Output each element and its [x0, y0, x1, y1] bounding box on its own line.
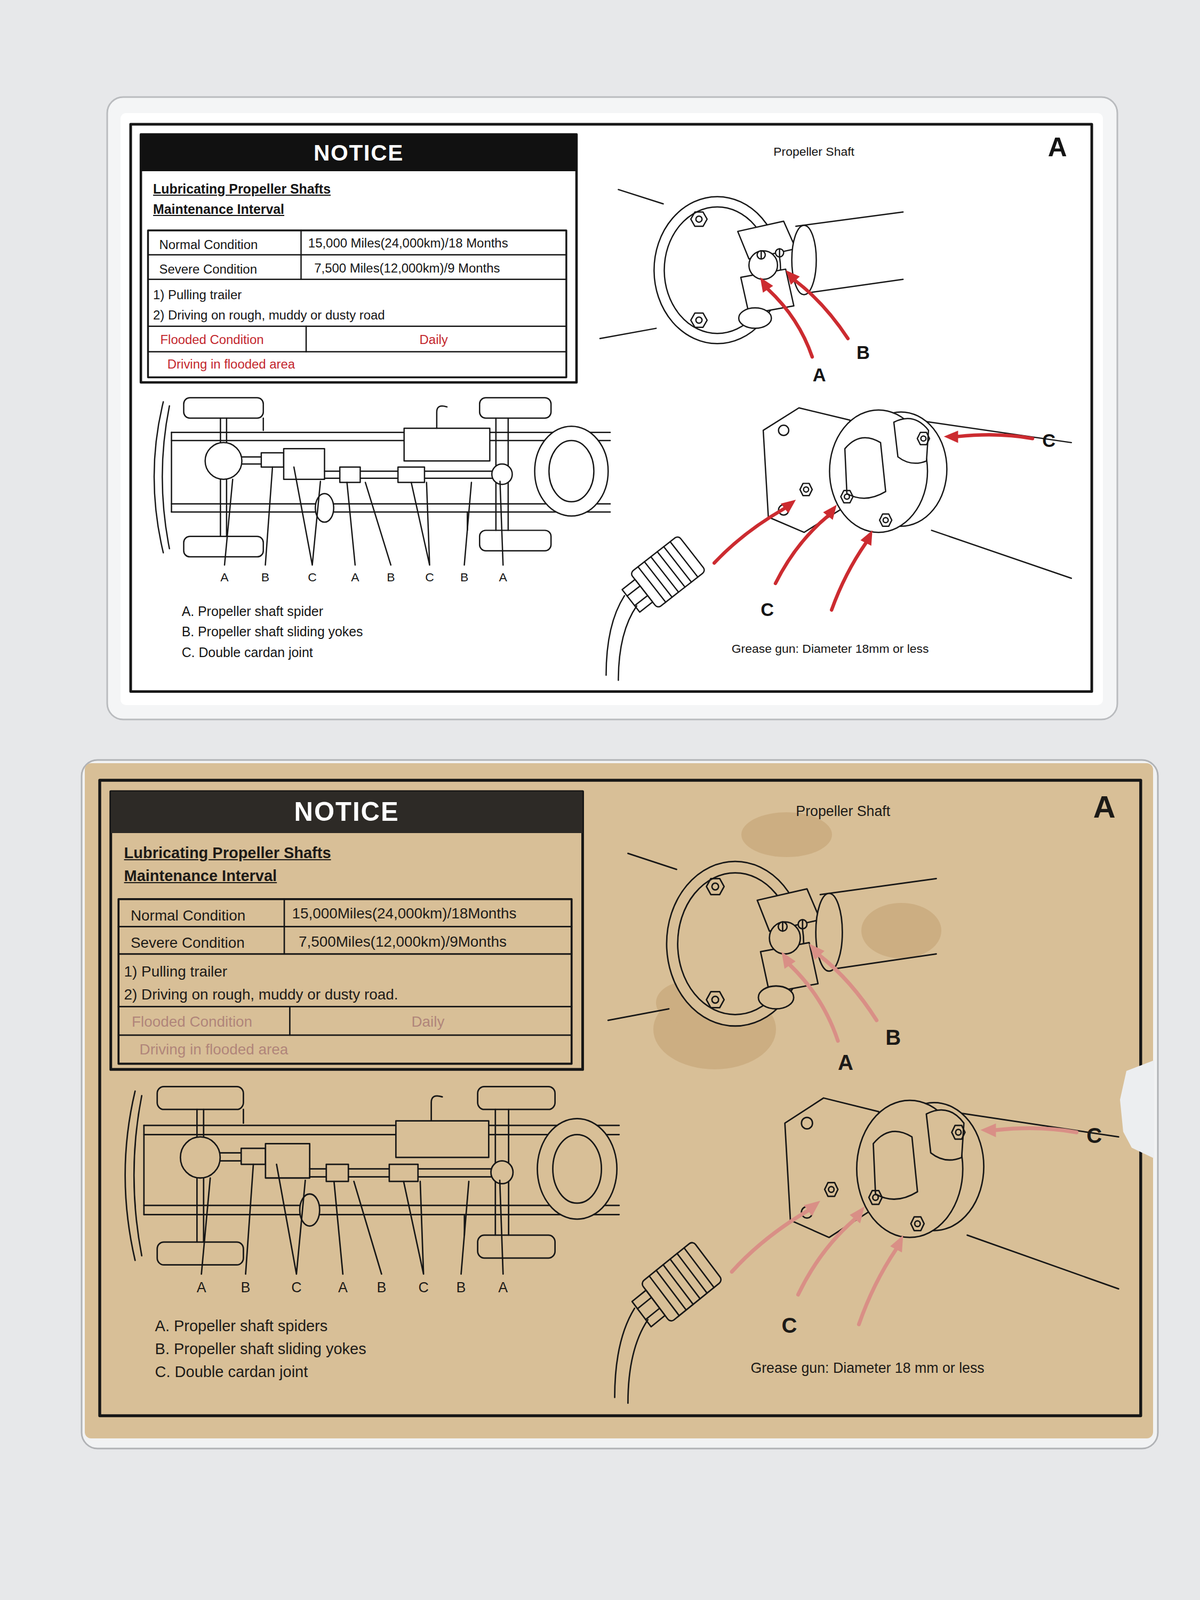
condition-note: 1) Pulling trailer	[124, 963, 228, 981]
figure-title: Propeller Shaft	[773, 144, 855, 159]
panel-heading: Maintenance Interval	[153, 201, 285, 218]
callout-letter: C	[781, 1313, 797, 1338]
condition-note: 1) Pulling trailer	[153, 287, 242, 302]
callout-letter: C	[291, 1279, 302, 1296]
panel-heading: Maintenance Interval	[124, 867, 278, 885]
callout-letter: B	[386, 570, 395, 584]
sheet-letter: A	[1048, 132, 1068, 163]
notice-title: NOTICE	[294, 798, 400, 826]
table-cell: Severe Condition	[159, 261, 258, 277]
callout-letter: C	[425, 570, 435, 584]
sheet-letter: A	[1093, 789, 1116, 826]
key-line: C. Double cardan joint	[181, 644, 314, 661]
callout-letter: A	[350, 570, 359, 584]
condition-note: Driving in flooded area	[167, 356, 295, 372]
table-cell: 15,000Miles(24,000km)/18Months	[292, 905, 517, 923]
callout-letter: B	[856, 342, 870, 364]
table-cell: Flooded Condition	[160, 332, 264, 347]
figure-title: Propeller Shaft	[795, 803, 891, 820]
table-cell: Normal Condition	[159, 237, 259, 252]
table-cell: 7,500 Miles(12,000km)/9 Months	[314, 260, 500, 276]
key-line: A. Propeller shaft spiders	[155, 1317, 328, 1335]
notice-band: NOTICE	[140, 134, 577, 172]
callout-letter: A	[812, 364, 827, 387]
label-paper	[84, 763, 1154, 1439]
plastic-sleeve	[107, 97, 1118, 720]
label-artwork	[99, 780, 1141, 1416]
callout-letter: B	[376, 1279, 387, 1296]
table-cell: Daily	[411, 1013, 445, 1031]
panel-heading: Lubricating Propeller Shafts	[124, 844, 332, 862]
condition-note: 2) Driving on rough, muddy or dusty road…	[124, 986, 399, 1004]
label-artwork	[130, 124, 1092, 692]
tool-note: Grease gun: Diameter 18 mm or less	[750, 1360, 984, 1377]
water-stain-part	[861, 902, 942, 959]
callout-letter: A	[338, 1279, 348, 1296]
callout-letter: B	[885, 1025, 901, 1050]
callout-letter: A	[837, 1050, 854, 1075]
callout-letter: B	[460, 570, 469, 584]
table-cell: 15,000 Miles(24,000km)/18 Months	[308, 235, 509, 251]
notice-title: NOTICE	[313, 141, 404, 165]
condition-note: 2) Driving on rough, muddy or dusty road	[153, 307, 386, 323]
callout-letter: A	[499, 570, 508, 584]
callout-letter: B	[241, 1279, 251, 1296]
notice-band: NOTICE	[110, 791, 583, 833]
table-cell: Severe Condition	[130, 934, 245, 952]
table-cell: Daily	[419, 332, 448, 347]
callout-letter: C	[418, 1279, 429, 1296]
torn-notch	[1120, 1060, 1155, 1159]
panel-heading: Lubricating Propeller Shafts	[153, 181, 331, 197]
callout-letter: A	[498, 1279, 508, 1296]
callout-letter: C	[1042, 430, 1056, 452]
key-line: A. Propeller shaft spider	[181, 603, 324, 620]
callout-letter: B	[261, 570, 270, 584]
condition-note: Driving in flooded area	[139, 1041, 289, 1059]
table-cell: Normal Condition	[130, 907, 246, 925]
key-line: B. Propeller shaft sliding yokes	[181, 624, 364, 640]
callout-letter: C	[307, 570, 317, 584]
plastic-sleeve	[81, 760, 1158, 1449]
key-line: C. Double cardan joint	[155, 1363, 309, 1381]
callout-letter: C	[760, 599, 774, 621]
key-line: B. Propeller shaft sliding yokes	[155, 1340, 367, 1358]
callout-letter: B	[456, 1279, 467, 1296]
table-cell: Flooded Condition	[131, 1013, 253, 1031]
label-paper	[120, 113, 1103, 706]
table-cell: 7,500Miles(12,000km)/9Months	[298, 933, 507, 951]
callout-letter: A	[196, 1279, 207, 1296]
tool-note: Grease gun: Diameter 18mm or less	[731, 641, 930, 656]
callout-letter: A	[220, 570, 229, 584]
callout-letter: C	[1086, 1123, 1102, 1148]
